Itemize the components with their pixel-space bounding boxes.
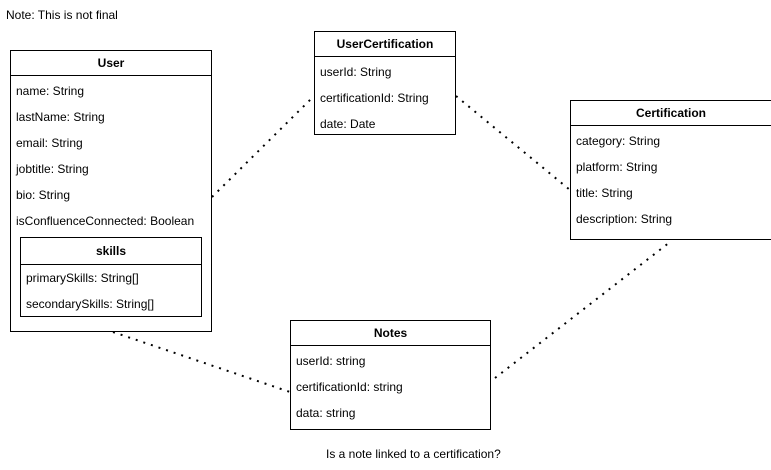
connector-user-notes [112, 331, 291, 393]
field-certificationid: certificationId: String [320, 91, 429, 105]
field-platform: platform: String [576, 160, 658, 174]
entity-notes[interactable]: Notes userId: string certificationId: st… [290, 320, 491, 430]
field-category: category: String [576, 134, 661, 148]
diagram-question: Is a note linked to a certification? [326, 447, 501, 461]
connector-user-usercertification [211, 95, 315, 198]
field-lastname: lastName: String [16, 110, 105, 124]
field-secondaryskills: secondarySkills: String[] [26, 297, 155, 311]
entity-notes-title: Notes [291, 321, 490, 346]
connector-usercertification-certification [455, 95, 571, 191]
field-isconfluenceconnected: isConfluenceConnected: Boolean [16, 214, 195, 228]
entity-skills[interactable]: skills primarySkills: String[] secondary… [20, 237, 202, 317]
field-title: title: String [576, 186, 633, 200]
field-primaryskills: primarySkills: String[] [26, 271, 139, 285]
field-description: description: String [576, 212, 673, 226]
entity-certification-title: Certification [571, 101, 771, 126]
entity-user-certification-title: UserCertification [315, 32, 455, 57]
entity-skills-title: skills [21, 238, 201, 265]
field-email: email: String [16, 136, 83, 150]
entity-user-title: User [11, 51, 211, 76]
field-userid: userId: String [320, 65, 392, 79]
field-notes-data: data: string [296, 406, 356, 420]
field-notes-certificationid: certificationId: string [296, 380, 403, 394]
entity-user[interactable]: User name: String lastName: String email… [10, 50, 212, 332]
field-name: name: String [16, 84, 85, 98]
entity-certification[interactable]: Certification category: String platform:… [570, 100, 771, 240]
connector-notes-certification [494, 241, 671, 379]
entity-user-certification[interactable]: UserCertification userId: String certifi… [314, 31, 456, 135]
field-bio: bio: String [16, 188, 71, 202]
diagram-note: Note: This is not final [6, 8, 118, 22]
field-date: date: Date [320, 117, 376, 131]
field-jobtitle: jobtitle: String [16, 162, 89, 176]
field-notes-userid: userId: string [296, 354, 366, 368]
